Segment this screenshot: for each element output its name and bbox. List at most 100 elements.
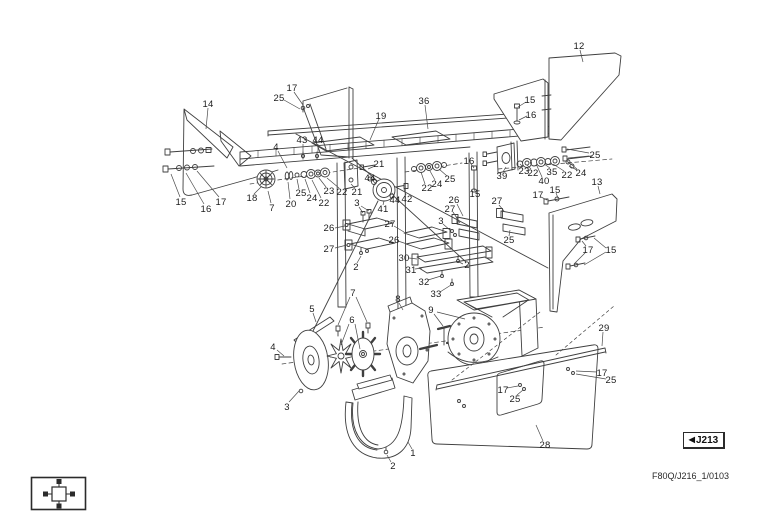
callout-3[interactable]: 3 (438, 216, 443, 227)
callout-23[interactable]: 23 (519, 166, 530, 177)
callout-17[interactable]: 17 (216, 197, 227, 208)
callout-15[interactable]: 15 (550, 185, 561, 196)
callout-14[interactable]: 14 (203, 99, 214, 110)
callout-16[interactable]: 16 (526, 110, 537, 121)
callout-17[interactable]: 17 (287, 83, 298, 94)
callout-26[interactable]: 26 (389, 235, 400, 246)
callout-leader-22 (326, 177, 340, 189)
callout-18[interactable]: 18 (247, 193, 258, 204)
callout-leader-15 (517, 101, 527, 108)
callout-21[interactable]: 21 (352, 187, 363, 198)
callout-2[interactable]: 2 (464, 260, 469, 271)
callout-27[interactable]: 27 (324, 244, 335, 255)
callout-25[interactable]: 25 (510, 394, 521, 405)
callout-17[interactable]: 17 (498, 385, 509, 396)
callout-leader-15 (170, 173, 181, 198)
callout-26[interactable]: 26 (449, 195, 460, 206)
callout-leader-8 (398, 302, 404, 311)
callout-leader-25 (508, 229, 511, 237)
callout-43[interactable]: 43 (297, 135, 308, 146)
callout-3[interactable]: 3 (354, 198, 359, 209)
callout-leader-25 (296, 178, 300, 190)
callout-26[interactable]: 26 (324, 223, 335, 234)
nav-back-button[interactable]: ◀J213 (683, 432, 725, 449)
callout-28[interactable]: 28 (540, 440, 551, 451)
callout-32[interactable]: 32 (419, 277, 430, 288)
callout-2[interactable]: 2 (390, 461, 395, 472)
callout-leader-3 (442, 223, 452, 232)
callout-44[interactable]: 44 (313, 135, 324, 146)
callout-24[interactable]: 24 (576, 168, 587, 179)
callout-22[interactable]: 22 (319, 198, 330, 209)
callout-4[interactable]: 4 (270, 342, 275, 353)
document-code: F80Q/J216_1/0103 (652, 471, 730, 481)
callout-23[interactable]: 23 (324, 186, 335, 197)
callout-15[interactable]: 15 (606, 245, 617, 256)
callout-30[interactable]: 30 (399, 253, 410, 264)
callout-25[interactable]: 25 (504, 235, 515, 246)
callout-7[interactable]: 7 (269, 203, 274, 214)
callout-16[interactable]: 16 (464, 156, 475, 167)
callout-25[interactable]: 25 (606, 375, 617, 386)
callout-27[interactable]: 27 (492, 196, 503, 207)
callout-41[interactable]: 41 (378, 204, 389, 215)
callout-15[interactable]: 15 (470, 189, 481, 200)
callout-leader-4 (276, 349, 285, 357)
callout-21[interactable]: 21 (374, 159, 385, 170)
callout-44[interactable]: 44 (390, 195, 401, 206)
callout-22[interactable]: 22 (422, 183, 433, 194)
callout-leader-26 (334, 225, 346, 229)
callout-leader-32 (427, 275, 442, 281)
callout-17[interactable]: 17 (533, 190, 544, 201)
callout-25[interactable]: 25 (445, 174, 456, 185)
callout-20[interactable]: 20 (286, 199, 297, 210)
part-mount-brackets (342, 208, 526, 263)
callout-3[interactable]: 3 (284, 402, 289, 413)
callout-leader-22 (526, 164, 532, 170)
callout-1[interactable]: 1 (410, 448, 415, 459)
callout-8[interactable]: 8 (395, 294, 400, 305)
part-left-deflector (182, 108, 279, 196)
callout-15[interactable]: 15 (525, 95, 536, 106)
callout-27[interactable]: 27 (385, 219, 396, 230)
callout-24[interactable]: 24 (432, 179, 443, 190)
callout-29[interactable]: 29 (599, 323, 610, 334)
callout-leader-26 (456, 203, 464, 217)
callout-12[interactable]: 12 (574, 41, 585, 52)
callout-leader-7 (355, 296, 368, 323)
callout-leader-39 (502, 166, 507, 173)
callout-leader-6 (340, 323, 350, 346)
callout-27[interactable]: 27 (445, 204, 456, 215)
callout-25[interactable]: 25 (590, 150, 601, 161)
callout-15[interactable]: 15 (176, 197, 187, 208)
callout-leader-17 (540, 196, 548, 201)
callout-leader-22 (311, 179, 322, 199)
callout-35[interactable]: 35 (547, 167, 558, 178)
callout-22[interactable]: 22 (562, 170, 573, 181)
callout-19[interactable]: 19 (376, 111, 387, 122)
callout-7[interactable]: 7 (350, 288, 355, 299)
callout-39[interactable]: 39 (497, 171, 508, 182)
callout-40[interactable]: 40 (539, 176, 550, 187)
callout-17[interactable]: 17 (583, 245, 594, 256)
callout-16[interactable]: 16 (201, 204, 212, 215)
callout-24[interactable]: 24 (307, 193, 318, 204)
callout-25[interactable]: 25 (274, 93, 285, 104)
callout-17[interactable]: 17 (597, 368, 608, 379)
callout-25[interactable]: 25 (296, 188, 307, 199)
callout-44[interactable]: 44 (365, 173, 376, 184)
callout-6[interactable]: 6 (349, 315, 354, 326)
callout-42[interactable]: 42 (402, 194, 413, 205)
callout-2[interactable]: 2 (353, 262, 358, 273)
callout-33[interactable]: 33 (431, 289, 442, 300)
callout-leader-25 (566, 148, 590, 154)
callout-4[interactable]: 4 (273, 142, 278, 153)
callout-31[interactable]: 31 (406, 265, 417, 276)
callout-22[interactable]: 22 (337, 187, 348, 198)
callout-5[interactable]: 5 (309, 304, 314, 315)
callout-36[interactable]: 36 (419, 96, 430, 107)
callout-13[interactable]: 13 (592, 177, 603, 188)
callout-9[interactable]: 9 (428, 305, 433, 316)
callout-22[interactable]: 22 (528, 168, 539, 179)
